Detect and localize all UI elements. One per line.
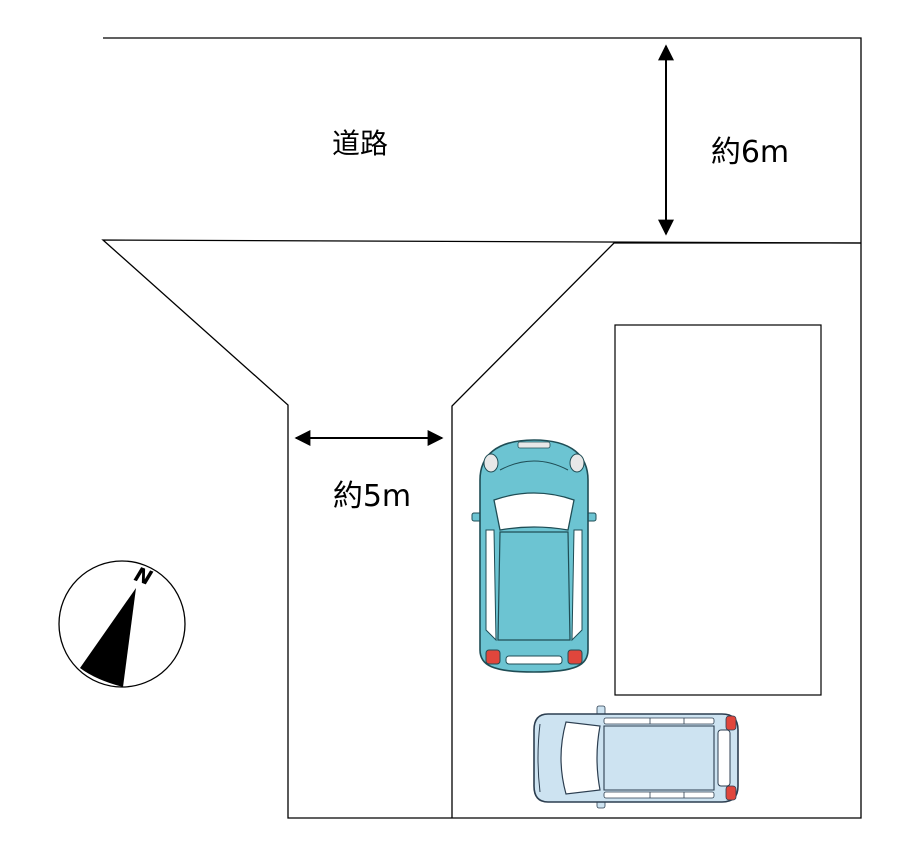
building-footprint <box>614 324 822 696</box>
road-outline <box>101 37 862 819</box>
property-boundary-line <box>451 242 861 818</box>
north-compass: N <box>58 560 186 688</box>
driveway-width-label: 約5m <box>333 479 411 514</box>
car-teal-hatchback <box>471 439 597 673</box>
road-width-label: 約6m <box>711 135 789 170</box>
car-light-blue-minivan <box>533 705 739 809</box>
road-label: 道路 <box>332 127 388 160</box>
compass-needle <box>80 588 136 687</box>
